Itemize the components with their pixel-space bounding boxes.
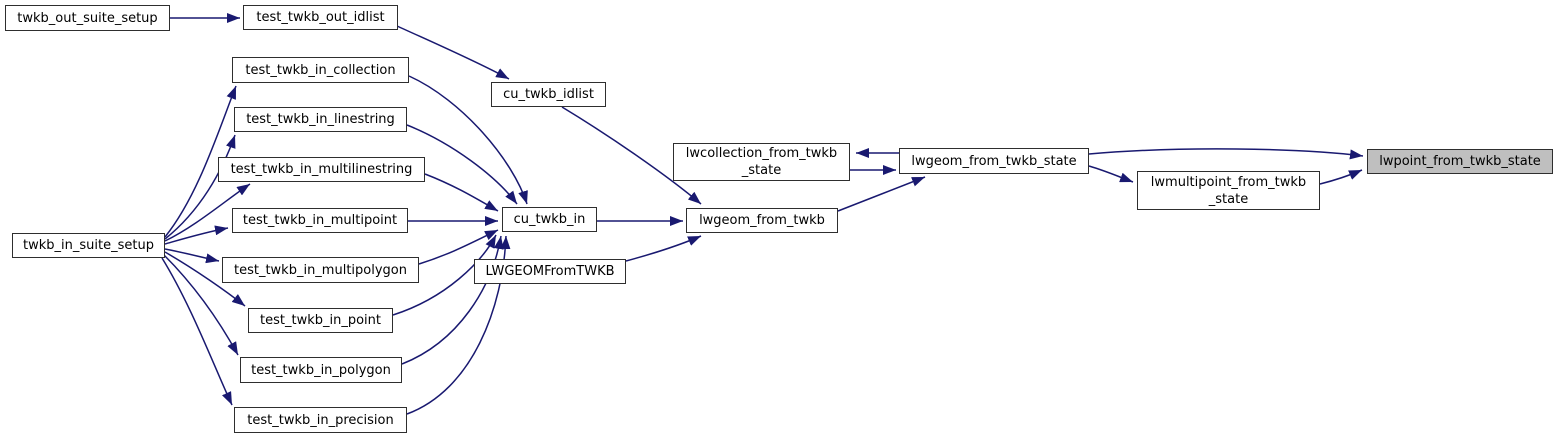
- edge-lwgeom_from_twkb-to-lwgeom_from_twkb_state: [837, 176, 926, 212]
- edge-test_twkb_in_point-to-cu_twkb_in: [392, 234, 497, 316]
- edge-twkb_in_suite_setup-to-test_twkb_in_multipoint: [164, 225, 229, 245]
- graph-node-twkb_in_suite_setup[interactable]: twkb_in_suite_setup: [12, 233, 165, 258]
- edge-test_twkb_in_multilinestring-to-cu_twkb_in: [424, 173, 499, 212]
- graph-node-test_twkb_in_collection[interactable]: test_twkb_in_collection: [232, 57, 409, 83]
- graph-node-lwgeom_from_twkb_state[interactable]: lwgeom_from_twkb_state: [899, 148, 1089, 174]
- graph-node-cu_twkb_in[interactable]: cu_twkb_in: [502, 207, 597, 232]
- edge-twkb_in_suite_setup-to-test_twkb_in_point: [164, 251, 246, 307]
- graph-node-lwpoint_from_twkb_state: lwpoint_from_twkb_state: [1367, 149, 1553, 174]
- edge-test_twkb_out_idlist-to-cu_twkb_idlist: [396, 25, 510, 80]
- edge-test_twkb_in_polygon-to-cu_twkb_in: [401, 235, 504, 365]
- graph-node-test_twkb_in_multipoint[interactable]: test_twkb_in_multipoint: [232, 208, 408, 233]
- edge-lwgeom_from_twkb_state-to-lwpoint_from_twkb_state: [1088, 148, 1364, 160]
- edge-test_twkb_in_multipolygon-to-cu_twkb_in: [418, 229, 499, 265]
- graph-node-cu_twkb_idlist[interactable]: cu_twkb_idlist: [491, 82, 606, 107]
- edge-lwmultipoint_from_twkb_state-to-lwpoint_from_twkb_state: [1319, 169, 1363, 185]
- graph-node-lwmultipoint_from_twkb_state[interactable]: lwmultipoint_from_twkb _state: [1137, 171, 1320, 210]
- edge-twkb_in_suite_setup-to-test_twkb_in_multilinestring: [164, 183, 251, 242]
- edge-test_twkb_in_linestring-to-cu_twkb_in: [406, 124, 518, 205]
- graph-node-test_twkb_out_idlist[interactable]: test_twkb_out_idlist: [243, 5, 398, 30]
- edge-cu_twkb_idlist-to-lwgeom_from_twkb: [561, 106, 702, 205]
- graph-node-test_twkb_in_multipolygon[interactable]: test_twkb_in_multipolygon: [222, 257, 419, 283]
- edge-lwgeom_from_twkb_state-to-lwmultipoint_from_twkb_state: [1088, 165, 1134, 183]
- edge-LWGEOMFromTWKB-to-lwgeom_from_twkb: [625, 235, 702, 262]
- edge-twkb_in_suite_setup-to-test_twkb_in_linestring: [164, 134, 236, 240]
- graph-node-test_twkb_in_polygon[interactable]: test_twkb_in_polygon: [240, 357, 402, 383]
- edge-twkb_in_suite_setup-to-test_twkb_in_multipolygon: [164, 248, 220, 264]
- graph-node-test_twkb_in_linestring[interactable]: test_twkb_in_linestring: [234, 107, 407, 132]
- graph-node-LWGEOMFromTWKB[interactable]: LWGEOMFromTWKB: [474, 259, 626, 284]
- graph-node-lwgeom_from_twkb[interactable]: lwgeom_from_twkb: [686, 208, 838, 233]
- graph-node-test_twkb_in_precision[interactable]: test_twkb_in_precision: [234, 407, 407, 433]
- edge-twkb_in_suite_setup-to-test_twkb_in_precision: [161, 257, 233, 406]
- graph-node-lwcollection_from_twkb_state[interactable]: lwcollection_from_twkb _state: [673, 143, 850, 181]
- edge-twkb_in_suite_setup-to-test_twkb_in_polygon: [163, 254, 239, 356]
- graph-node-test_twkb_in_multilinestring[interactable]: test_twkb_in_multilinestring: [218, 157, 425, 182]
- graph-node-twkb_out_suite_setup[interactable]: twkb_out_suite_setup: [5, 5, 170, 31]
- edge-test_twkb_in_collection-to-cu_twkb_in: [408, 75, 528, 205]
- graph-node-test_twkb_in_point[interactable]: test_twkb_in_point: [248, 308, 393, 333]
- edge-twkb_in_suite_setup-to-test_twkb_in_collection: [164, 85, 237, 238]
